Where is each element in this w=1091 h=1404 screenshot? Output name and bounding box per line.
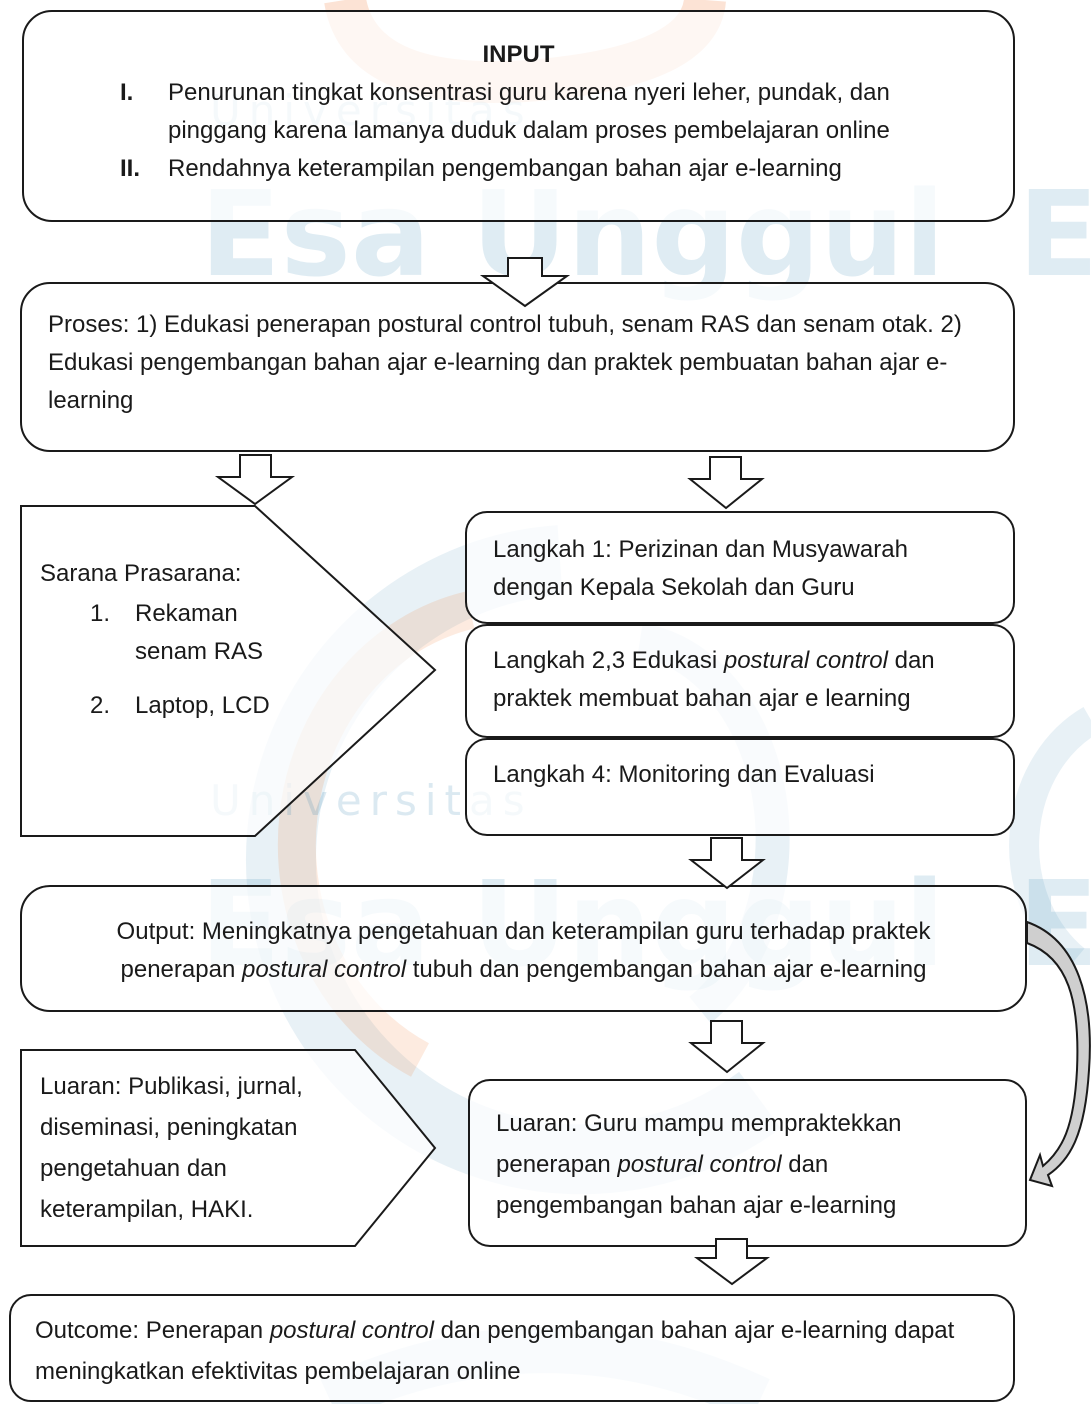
input-item-1: I. Penurunan tingkat konsentrasi guru ka…	[120, 74, 973, 150]
sarana-item-2-number: 2.	[90, 692, 111, 719]
sarana-pentagon-shape	[20, 505, 437, 837]
input-box: INPUT I. Penurunan tingkat konsentrasi g…	[22, 10, 1015, 222]
output-line-2-suffix: tubuh dan pengembangan bahan ajar e-lear…	[406, 956, 927, 983]
input-item-2: II. Rendahnya keterampilan pengembangan …	[120, 150, 973, 188]
proses-text: Proses: 1) Edukasi penerapan postural co…	[48, 311, 962, 414]
output-line-1: Output: Meningkatnya pengetahuan dan ket…	[116, 918, 931, 945]
outcome-italic: postural control	[269, 1317, 434, 1344]
langkah-4-text: Langkah 4: Monitoring dan Evaluasi	[493, 761, 875, 788]
output-box: Output: Meningkatnya pengetahuan dan ket…	[20, 885, 1027, 1012]
luaran-right-box: Luaran: Guru mampu mempraktekkan penerap…	[468, 1079, 1027, 1247]
outcome-text: Outcome: Penerapan postural control dan …	[35, 1310, 989, 1392]
sarana-item-1-text: Rekaman senam RAS	[135, 600, 264, 665]
outcome-suffix: dan pengembangan bahan ajar e-learning d…	[35, 1317, 955, 1385]
luaran-left-text: Luaran: Publikasi, jurnal, diseminasi, p…	[40, 1073, 303, 1223]
langkah-2-3-prefix: Langkah 2,3 Edukasi	[493, 647, 724, 674]
luaran-right-suffix: dan pengembangan bahan ajar e-learning	[496, 1151, 897, 1219]
proses-box: Proses: 1) Edukasi penerapan postural co…	[20, 282, 1015, 452]
langkah-4-box: Langkah 4: Monitoring dan Evaluasi	[465, 738, 1015, 836]
output-line-2-italic: postural control	[241, 956, 407, 983]
input-item-1-text: Penurunan tingkat konsentrasi guru karen…	[168, 79, 890, 144]
sarana-item-1: 1. Rekaman senam RAS	[90, 595, 275, 671]
langkah-2-3-text: Langkah 2,3 Edukasi postural control dan…	[493, 642, 987, 718]
input-title: INPUT	[482, 41, 555, 68]
sarana-panel: Sarana Prasarana: 1. Rekaman senam RAS 2…	[40, 555, 300, 725]
outcome-box: Outcome: Penerapan postural control dan …	[9, 1294, 1015, 1402]
luaran-right-italic: postural control	[617, 1151, 782, 1178]
sarana-item-2: 2. Laptop, LCD	[90, 687, 290, 725]
langkah-2-3-box: Langkah 2,3 Edukasi postural control dan…	[465, 624, 1015, 738]
input-item-2-text: Rendahnya keterampilan pengembangan baha…	[168, 155, 842, 182]
output-line-2-prefix: penerapan	[120, 956, 242, 983]
luaran-left-panel: Luaran: Publikasi, jurnal, diseminasi, p…	[40, 1066, 340, 1230]
langkah-2-3-italic: postural control	[723, 647, 888, 674]
sarana-item-1-number: 1.	[90, 600, 111, 627]
output-line-2: penerapan postural control tubuh dan pen…	[22, 951, 1025, 989]
langkah-1-text: Langkah 1: Perizinan dan Musyawarah deng…	[493, 536, 908, 601]
luaran-left-pentagon-shape	[20, 1049, 437, 1247]
input-item-2-number: II.	[120, 155, 141, 182]
input-item-1-number: I.	[120, 79, 134, 106]
sarana-title: Sarana Prasarana:	[40, 560, 242, 587]
langkah-2-3-suffix: dan praktek membuat bahan ajar e learnin…	[493, 647, 935, 712]
outcome-prefix: Outcome: Penerapan	[35, 1317, 270, 1344]
langkah-1-box: Langkah 1: Perizinan dan Musyawarah deng…	[465, 511, 1015, 624]
luaran-right-prefix: Luaran: Guru mampu mempraktekkan penerap…	[496, 1110, 902, 1178]
luaran-right-text: Luaran: Guru mampu mempraktekkan penerap…	[496, 1103, 999, 1226]
sarana-item-2-text: Laptop, LCD	[135, 692, 270, 719]
